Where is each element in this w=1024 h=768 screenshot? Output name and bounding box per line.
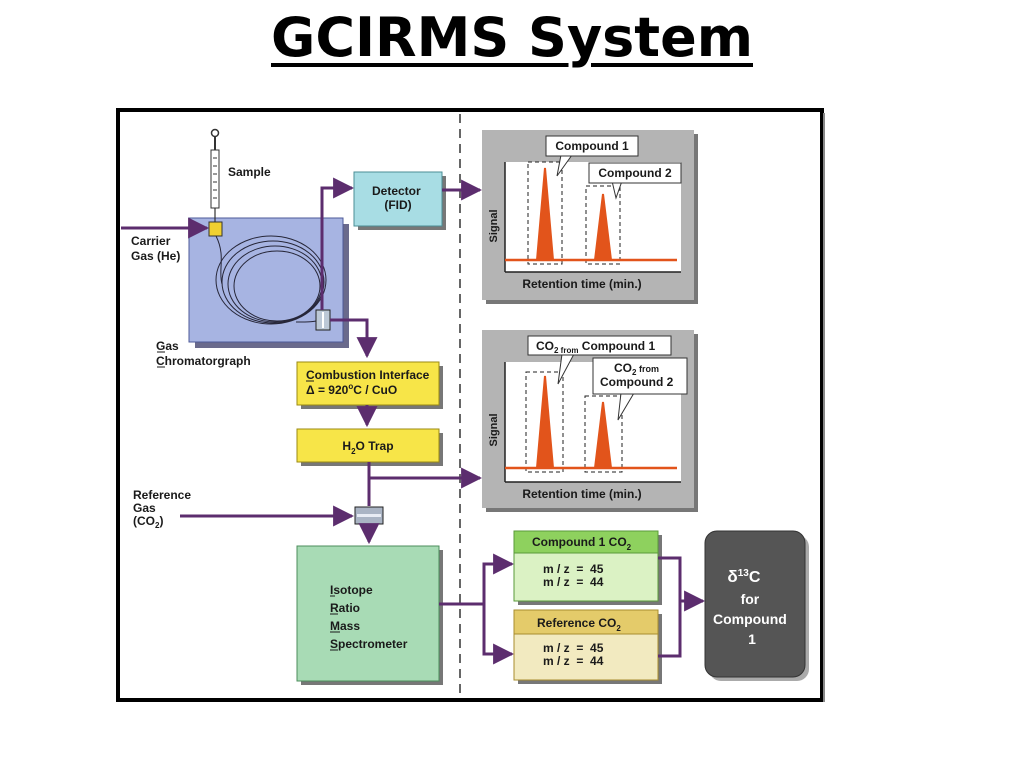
reference-co2-mz44: m / z = 44	[543, 654, 604, 668]
reference-co2-title: Reference CO2	[537, 616, 621, 633]
h2o-trap-box	[296, 428, 440, 463]
h2o-trap-label: H2O Trap	[342, 439, 393, 456]
irms-to-compound-co2-arrow	[482, 553, 515, 604]
detector-label: Detector (FID)	[372, 184, 424, 212]
carrier-gas-label: Carrier Gas (He)	[131, 234, 180, 263]
chart-fid-peak-compound1	[536, 167, 554, 261]
compound-co2-to-result-line	[658, 556, 682, 601]
combustion-box	[296, 361, 440, 406]
chart-co2-y-label: Signal	[488, 413, 500, 446]
injector-port	[208, 221, 223, 237]
reference-co2-to-result-line	[658, 601, 682, 658]
result-label: δ13C for Compound 1	[713, 567, 791, 647]
combustion-label: Combustion Interface Δ = 920oC / CuO	[306, 368, 433, 397]
chart-co2-callout2	[592, 357, 688, 395]
result-box	[704, 530, 806, 678]
irms-label: Isotope Ratio Mass Spectrometer	[330, 583, 408, 651]
irms-to-reference-co2-arrow	[482, 604, 515, 665]
detector-box	[353, 171, 443, 227]
chart-fid-y-label: Signal	[488, 209, 500, 242]
gc-column-coil-icon	[215, 235, 327, 325]
open-split-valve	[354, 506, 384, 525]
chart-fid-x-label: Retention time (min.)	[522, 277, 641, 291]
gc-outlet-connector	[315, 309, 331, 331]
chart-fid-callout1-text: Compound 1	[555, 139, 629, 153]
chart-co2-callout2-text: CO2 from Compound 2	[600, 361, 674, 389]
reference-co2-header	[513, 609, 659, 635]
chart-co2-x-label: Retention time (min.)	[522, 487, 641, 501]
chart-co2-peak-compound2	[594, 401, 612, 469]
sample-label: Sample	[228, 165, 271, 179]
reference-gas-label: Reference Gas (CO2)	[133, 488, 194, 530]
gas-chromatograph-label: Gas Chromatorgraph	[156, 339, 251, 368]
chart-co2: CO2 from Compound 1 CO2 from Compound 2 …	[482, 330, 698, 512]
chart-co2-peak-compound1	[536, 375, 554, 469]
syringe-icon	[210, 128, 220, 222]
chart-co2-callout1	[527, 335, 672, 356]
chart-fid-callout2-text: Compound 2	[598, 166, 672, 180]
compound-co2-mz44: m / z = 44	[543, 575, 604, 589]
compound-co2-header	[513, 530, 659, 554]
gc-to-detector-arrow	[320, 177, 355, 310]
chart-fid-peak-compound2	[594, 193, 612, 261]
chart-co2-callout1-text: CO2 from Compound 1	[536, 339, 655, 355]
chart-fid-callout1	[545, 135, 639, 157]
compound-co2-mz45: m / z = 45	[543, 562, 604, 576]
compound-co2-title: Compound 1 CO2	[532, 535, 632, 552]
chart-fid: Compound 1 Compound 2 Signal Retention t…	[482, 130, 698, 304]
chart-fid-callout2	[588, 162, 682, 184]
gc-to-combustion-arrow	[330, 318, 378, 359]
slide-title-text: GCIRMS System	[271, 6, 753, 69]
slide-title: GCIRMS System	[0, 6, 1024, 69]
irms-box	[296, 545, 440, 682]
reference-co2-mz45: m / z = 45	[543, 641, 604, 655]
